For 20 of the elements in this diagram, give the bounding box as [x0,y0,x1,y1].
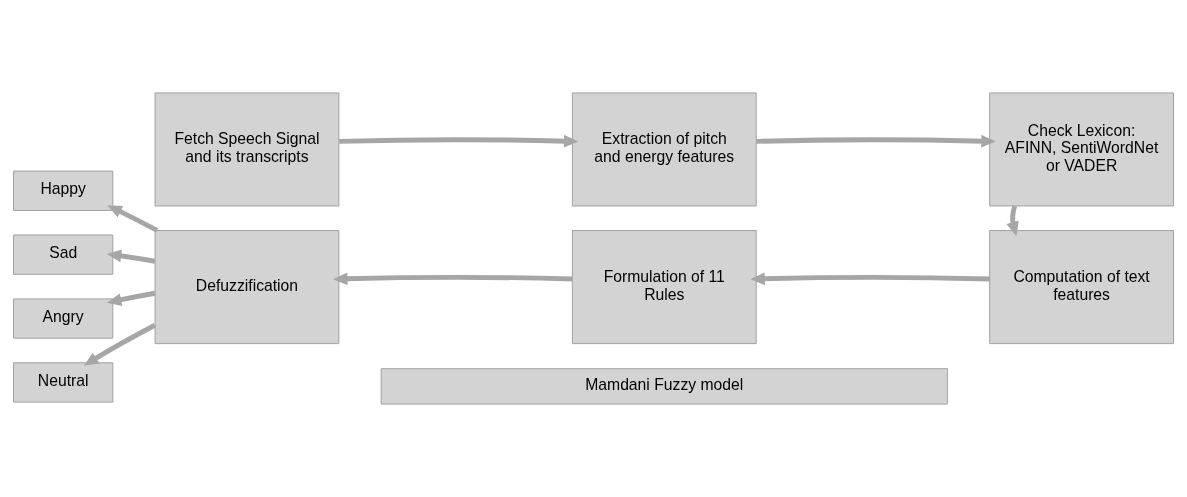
node-box: Sad [13,234,114,275]
node-box: Fetch Speech Signal and its transcripts [154,92,340,207]
node-box: Check Lexicon: AFINN, SentiWordNet or VADER [989,92,1174,207]
arrow [83,323,156,366]
arrow [106,290,156,306]
node-box: Formulation of 11 Rules [571,230,757,345]
arrow [339,134,579,148]
node-box: Computation of text features [989,230,1174,345]
arrow [333,272,573,286]
node-box: Angry [13,298,114,339]
node-box: Happy [13,170,114,211]
node-box: Defuzzification [154,230,340,345]
node-box: Mamdani Fuzzy model [380,368,948,405]
arrow [106,249,156,264]
node-box: Neutral [13,362,114,403]
node-box: Extraction of pitch and energy features [571,92,757,207]
arrow [107,205,159,233]
arrow [1006,205,1019,237]
arrow [756,134,996,148]
arrow [750,272,990,286]
